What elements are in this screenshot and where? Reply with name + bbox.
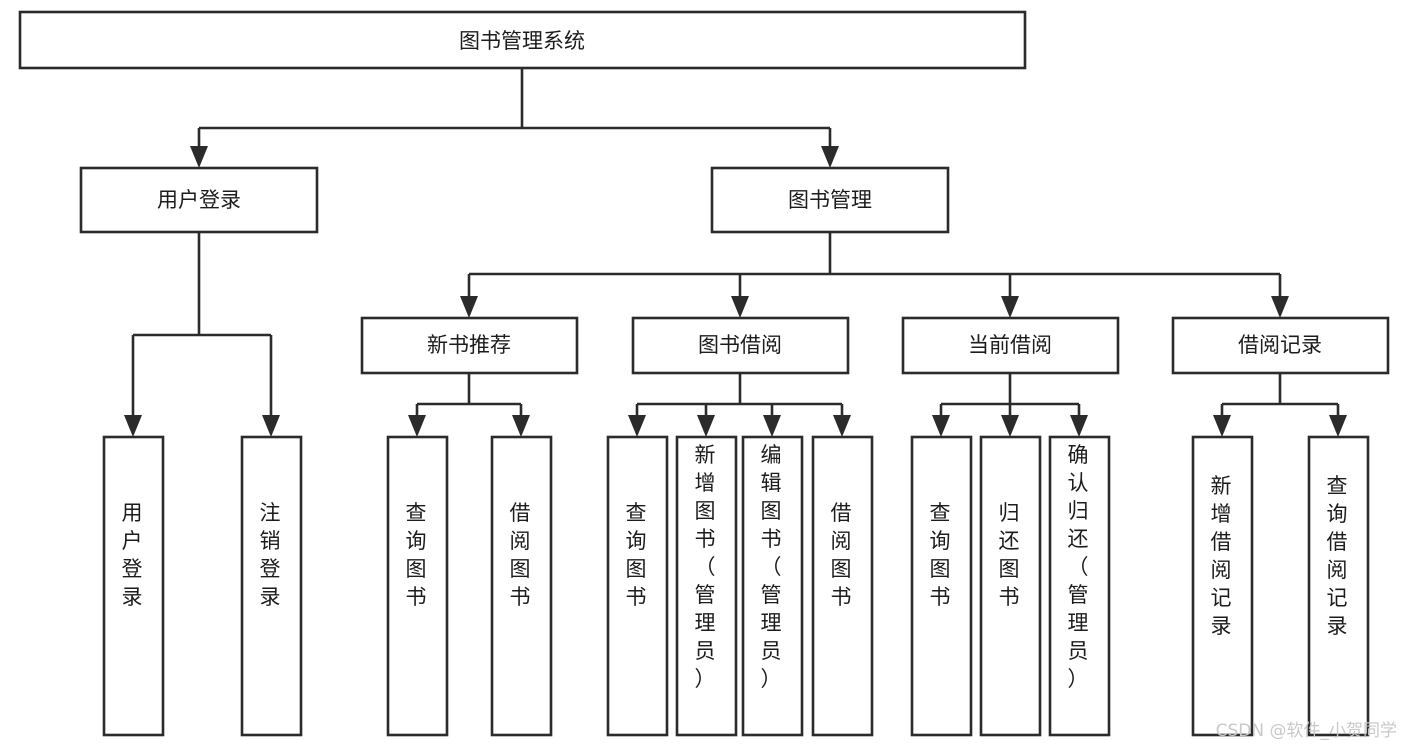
leaf-box-new-book-0[interactable] (386, 435, 449, 737)
leaf-box-book-borrow-2[interactable] (741, 435, 804, 737)
arrow-head-bb-leaf-4 (833, 415, 851, 437)
watermark-text: CSDN @软件_小贺同学 (1215, 721, 1397, 741)
leaf-node[interactable]: 借阅图书 (490, 435, 553, 737)
leaf-label-book-borrow-2: 编辑图书（管理员） (761, 443, 784, 691)
arrow-head-bb-leaf-2 (697, 415, 715, 437)
arrow-head-user-login (190, 146, 208, 168)
leaf-label-current-borrow-0: 查询图书 (930, 501, 953, 609)
arrow-head-book-manage (821, 146, 839, 168)
node-root-label: 图书管理系统 (459, 29, 585, 53)
leaf-label-current-borrow-1: 归还图书 (999, 501, 1022, 609)
leaf-box-book-borrow-3[interactable] (811, 435, 874, 737)
leaf-node[interactable]: 新增图书（管理员） (675, 435, 738, 737)
leaf-node[interactable]: 新增借阅记录 (1191, 435, 1254, 737)
node-root-box[interactable] (18, 10, 1027, 70)
node-new-book-recommend-label: 新书推荐 (427, 333, 511, 357)
leaf-node[interactable]: 查询图书 (606, 435, 669, 737)
leaf-node[interactable]: 注销登录 (240, 435, 303, 737)
leaf-label-user-login-1: 注销登录 (260, 501, 283, 609)
leaf-node[interactable]: 查询图书 (386, 435, 449, 737)
arrow-head-nb-leaf-1 (408, 415, 426, 437)
arrow-head-borrow-record (1271, 296, 1289, 318)
node-current-borrow-box[interactable] (901, 316, 1120, 375)
leaf-label-book-borrow-0: 查询图书 (626, 501, 649, 609)
leaf-node[interactable]: 编辑图书（管理员） (741, 435, 804, 737)
node-book-manage[interactable]: 图书管理 (710, 166, 950, 234)
node-book-borrow[interactable]: 图书借阅 (631, 316, 850, 375)
arrow-head-nb-leaf-2 (512, 415, 530, 437)
leaf-box-user-login-1[interactable] (240, 435, 303, 737)
node-book-manage-box[interactable] (710, 166, 950, 234)
arrow-head-bb-leaf-3 (763, 415, 781, 437)
node-user-login-label: 用户登录 (157, 188, 241, 212)
arrow-head-br-leaf-2 (1329, 415, 1347, 437)
leaf-box-borrow-record-1[interactable] (1307, 435, 1370, 737)
node-root[interactable]: 图书管理系统 (18, 10, 1027, 70)
leaf-label-book-borrow-1: 新增图书（管理员） (695, 443, 718, 691)
leaf-node[interactable]: 查询借阅记录 (1307, 435, 1370, 737)
leaf-node[interactable]: 用户登录 (102, 435, 165, 737)
node-new-book-recommend[interactable]: 新书推荐 (360, 316, 579, 375)
leaf-box-book-borrow-0[interactable] (606, 435, 669, 737)
leaf-label-user-login-0: 用户登录 (122, 501, 145, 609)
node-user-login[interactable]: 用户登录 (79, 166, 319, 234)
leaf-node[interactable]: 归还图书 (979, 435, 1042, 737)
arrow-head-leaf-user-login (124, 415, 142, 437)
node-book-borrow-label: 图书借阅 (698, 333, 782, 357)
leaf-node[interactable]: 查询图书 (910, 435, 973, 737)
edges-group (124, 68, 1347, 437)
node-current-borrow-label: 当前借阅 (968, 333, 1052, 357)
leaf-label-borrow-record-0: 新增借阅记录 (1211, 474, 1234, 638)
arrow-head-cb-leaf-2 (1001, 415, 1019, 437)
node-book-borrow-box[interactable] (631, 316, 850, 375)
leaf-box-current-borrow-1[interactable] (979, 435, 1042, 737)
leaf-box-current-borrow-2[interactable] (1048, 435, 1111, 737)
node-book-manage-label: 图书管理 (788, 188, 872, 212)
leaf-box-new-book-1[interactable] (490, 435, 553, 737)
leaf-label-new-book-0: 查询图书 (406, 501, 429, 609)
leaf-label-borrow-record-1: 查询借阅记录 (1327, 474, 1350, 638)
arrow-head-current-borrow (1001, 296, 1019, 318)
node-borrow-record-label: 借阅记录 (1238, 333, 1322, 357)
arrow-head-new-book (460, 296, 478, 318)
leaf-box-user-login-0[interactable] (102, 435, 165, 737)
arrow-head-cb-leaf-3 (1070, 415, 1088, 437)
leaf-box-book-borrow-1[interactable] (675, 435, 738, 737)
node-borrow-record[interactable]: 借阅记录 (1171, 316, 1390, 375)
leaf-box-current-borrow-0[interactable] (910, 435, 973, 737)
arrow-head-cb-leaf-1 (932, 415, 950, 437)
arrow-head-leaf-logout (262, 415, 280, 437)
leaf-node[interactable]: 借阅图书 (811, 435, 874, 737)
leaf-node[interactable]: 确认归还（管理员） (1048, 435, 1111, 737)
leaf-label-new-book-1: 借阅图书 (510, 501, 533, 609)
leaf-box-borrow-record-0[interactable] (1191, 435, 1254, 737)
arrow-head-br-leaf-1 (1213, 415, 1231, 437)
node-borrow-record-box[interactable] (1171, 316, 1390, 375)
node-user-login-box[interactable] (79, 166, 319, 234)
arrow-head-book-borrow (731, 296, 749, 318)
node-current-borrow[interactable]: 当前借阅 (901, 316, 1120, 375)
leaf-label-current-borrow-2: 确认归还（管理员） (1068, 443, 1091, 691)
leaf-label-book-borrow-3: 借阅图书 (831, 501, 854, 609)
arrow-head-bb-leaf-1 (628, 415, 646, 437)
node-new-book-recommend-box[interactable] (360, 316, 579, 375)
